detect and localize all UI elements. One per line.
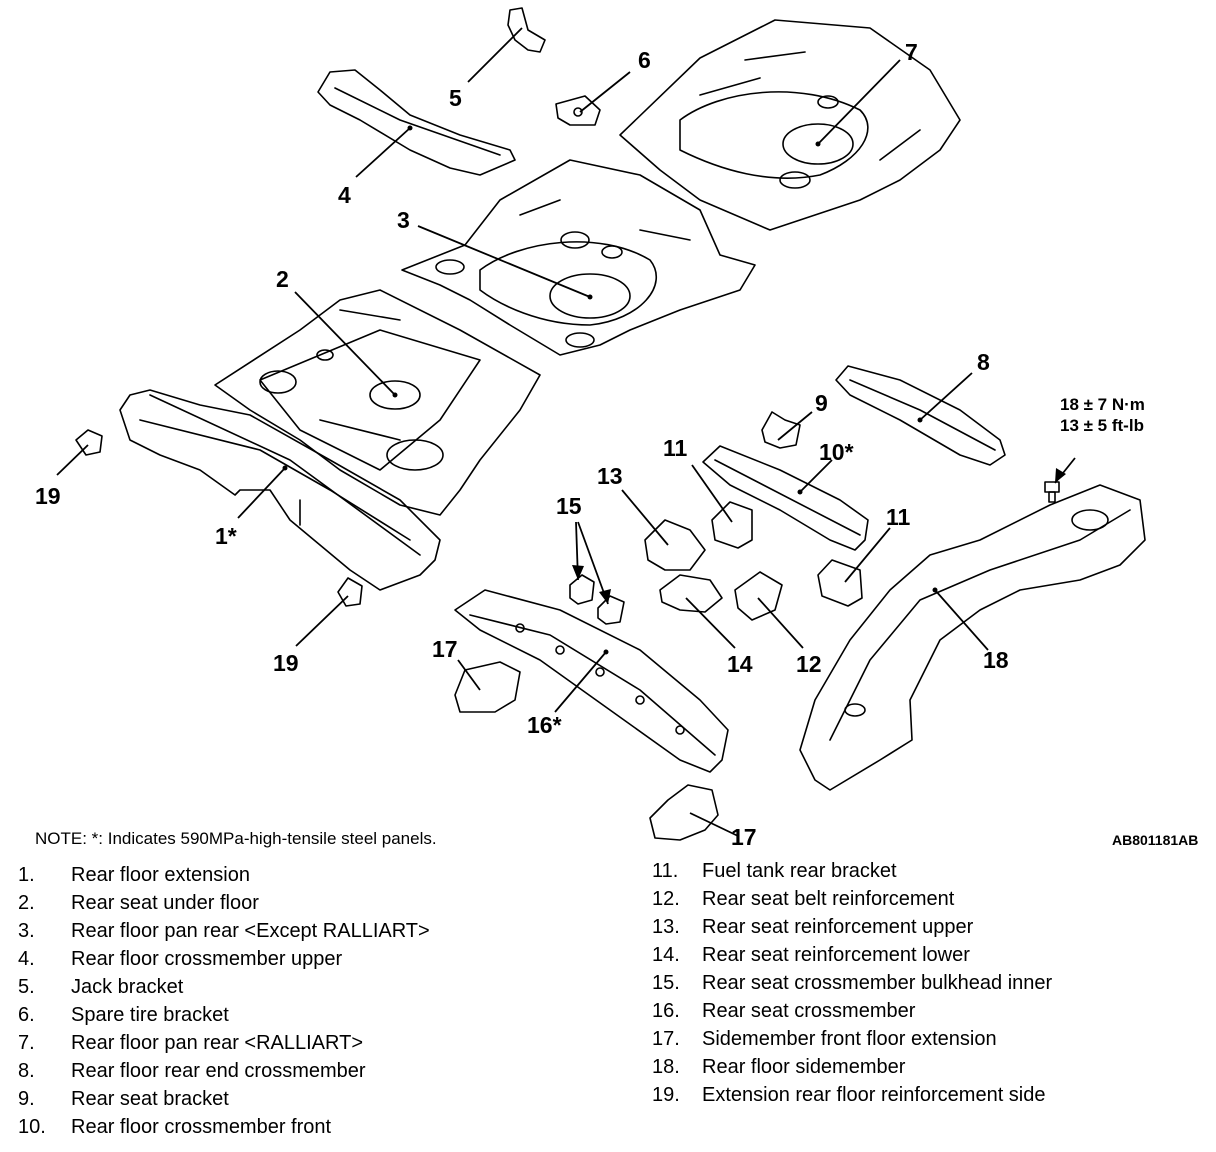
legend-item: 5.Jack bracket bbox=[18, 976, 184, 998]
legend-item: 11.Fuel tank rear bracket bbox=[652, 860, 897, 882]
bolt-icon bbox=[1044, 481, 1060, 503]
leader-dots bbox=[282, 125, 938, 655]
legend-item: 18.Rear floor sidemember bbox=[652, 1056, 906, 1078]
callout-11-b: 11 bbox=[886, 504, 911, 530]
part-rear-floor-crossmember-upper bbox=[317, 69, 516, 176]
legend-item: 1.Rear floor extension bbox=[18, 864, 250, 886]
legend-item: 4.Rear floor crossmember upper bbox=[18, 948, 343, 970]
part-rear-floor-crossmember-front bbox=[702, 445, 869, 551]
legend-item: 12.Rear seat belt reinforcement bbox=[652, 888, 955, 910]
callout-9: 9 bbox=[815, 390, 828, 416]
part-sidemember-extension-b bbox=[649, 784, 719, 841]
callout-18: 18 bbox=[983, 647, 1009, 673]
legend-item: 15.Rear seat crossmember bulkhead inner bbox=[652, 972, 1053, 994]
legend-item: 14.Rear seat reinforcement lower bbox=[652, 944, 970, 966]
leader-arrowheads bbox=[572, 468, 1066, 604]
callout-2: 2 bbox=[276, 266, 289, 292]
legend-item: 10.Rear floor crossmember front bbox=[18, 1116, 332, 1138]
part-rear-seat-reinforcement-upper bbox=[644, 519, 706, 571]
part-rear-floor-pan-rallart bbox=[619, 19, 961, 231]
note-text: NOTE: *: Indicates 590MPa-high-tensile s… bbox=[35, 829, 437, 848]
callout-12: 12 bbox=[796, 651, 822, 677]
legend-item: 8.Rear floor rear end crossmember bbox=[18, 1060, 366, 1082]
legend-left: 1.Rear floor extension 2.Rear seat under… bbox=[18, 861, 430, 1141]
callout-15: 15 bbox=[556, 493, 582, 519]
legend-item: 13.Rear seat reinforcement upper bbox=[652, 916, 974, 938]
part-rear-seat-bracket bbox=[761, 411, 801, 449]
part-fuel-tank-rear-bracket-a bbox=[711, 501, 753, 549]
leader-lines bbox=[56, 27, 1076, 837]
callout-19-b: 19 bbox=[273, 650, 299, 676]
part-rear-seat-belt-reinforcement bbox=[734, 571, 783, 621]
legend-item: 7.Rear floor pan rear <RALLIART> bbox=[18, 1032, 364, 1054]
part-fuel-tank-rear-bracket-b bbox=[817, 559, 863, 607]
part-rear-seat-reinforcement-lower bbox=[659, 574, 723, 613]
legend-item: 19.Extension rear floor reinforcement si… bbox=[652, 1084, 1046, 1106]
part-bulkhead-inner-b bbox=[597, 595, 625, 625]
part-rear-end-crossmember bbox=[835, 365, 1006, 466]
callout-1: 1* bbox=[215, 523, 237, 549]
torque-spec: 18 ± 7 N·m 13 ± 5 ft-lb bbox=[1060, 394, 1145, 436]
part-rear-seat-crossmember bbox=[454, 589, 729, 773]
callout-13: 13 bbox=[597, 463, 623, 489]
part-reinforcement-side-a bbox=[75, 429, 103, 456]
callout-7: 7 bbox=[905, 39, 918, 65]
torque-imperial: 13 ± 5 ft-lb bbox=[1060, 416, 1144, 435]
part-jack-bracket bbox=[507, 7, 546, 53]
torque-metric: 18 ± 7 N·m bbox=[1060, 395, 1145, 414]
callout-14: 14 bbox=[727, 651, 753, 677]
legend-item: 6.Spare tire bracket bbox=[18, 1004, 229, 1026]
part-spare-tire-bracket bbox=[555, 95, 601, 126]
legend-item: 3.Rear floor pan rear <Except RALLIART> bbox=[18, 920, 430, 942]
legend-item: 9.Rear seat bracket bbox=[18, 1088, 229, 1110]
part-rear-seat-under-floor bbox=[214, 289, 541, 516]
callout-5: 5 bbox=[449, 85, 462, 111]
callout-8: 8 bbox=[977, 349, 990, 375]
legend-item: 16.Rear seat crossmember bbox=[652, 1000, 916, 1022]
part-bulkhead-inner-a bbox=[569, 574, 595, 605]
part-reinforcement-side-b bbox=[337, 577, 363, 607]
callout-11-a: 11 bbox=[663, 435, 688, 461]
callout-17-a: 17 bbox=[432, 636, 458, 662]
callout-17-b: 17 bbox=[731, 824, 757, 850]
callout-16: 16* bbox=[527, 712, 562, 738]
legend-item: 17.Sidemember front floor extension bbox=[652, 1028, 997, 1050]
part-sidemember-extension-a bbox=[454, 661, 521, 713]
legend-item: 2.Rear seat under floor bbox=[18, 892, 259, 914]
part-rear-floor-pan bbox=[401, 159, 756, 356]
part-rear-floor-extension bbox=[119, 389, 441, 591]
figure-code: AB801181AB bbox=[1112, 832, 1199, 848]
callout-10: 10* bbox=[819, 439, 854, 465]
callout-19-a: 19 bbox=[35, 483, 61, 509]
legend-right: 11.Fuel tank rear bracket 12.Rear seat b… bbox=[652, 857, 1052, 1109]
callout-3: 3 bbox=[397, 207, 410, 233]
callout-6: 6 bbox=[638, 47, 651, 73]
callout-4: 4 bbox=[338, 182, 351, 208]
part-rear-floor-sidemember bbox=[799, 484, 1146, 791]
